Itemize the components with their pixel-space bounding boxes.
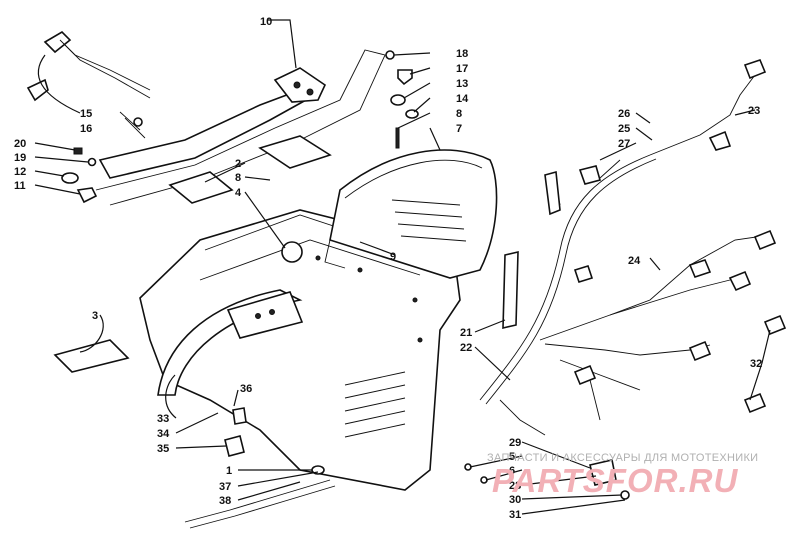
leader-lines [34,19,771,515]
watermark-logo: PARTSFOR.RU [492,462,739,499]
callout-35: 35 [157,443,169,455]
callout-23: 23 [748,105,760,117]
callout-7: 7 [456,123,462,135]
callout-33: 33 [157,413,169,425]
callout-30: 30 [509,494,521,506]
callout-5: 5 [509,451,515,463]
handlebar-group [26,30,419,206]
callout-8-top: 8 [456,108,462,120]
callout-9: 9 [390,251,396,263]
callout-25: 25 [618,123,630,135]
callout-27: 27 [618,138,630,150]
callout-19: 19 [14,152,26,164]
watermark-caption: ЗАПЧАСТИ И АКСЕССУАРЫ ДЛЯ МОТОТЕХНИКИ [487,452,759,464]
callout-10: 10 [260,16,272,28]
callout-26: 26 [618,108,630,120]
callout-13: 13 [456,78,468,90]
callout-1: 1 [226,465,232,477]
callout-4: 4 [235,187,242,199]
decals [53,135,332,373]
callout-11: 11 [14,180,26,192]
wiring-harness [184,59,787,529]
callout-16: 16 [80,123,92,135]
callout-17: 17 [456,63,468,75]
callout-32: 32 [750,358,762,370]
callout-14: 14 [456,93,469,105]
callout-3: 3 [92,310,98,322]
callout-21: 21 [460,327,472,339]
callout-12: 12 [14,166,26,178]
callout-labels: 10 18 17 13 14 8 7 15 16 20 19 12 11 2 8… [14,16,762,521]
callout-22: 22 [460,342,472,354]
callout-38: 38 [219,495,231,507]
callout-18: 18 [456,48,468,60]
callout-37: 37 [219,481,231,493]
callout-34: 34 [157,428,170,440]
callout-28: 28 [509,480,521,492]
console-housing [139,209,461,491]
callout-6: 6 [509,465,515,477]
callout-24: 24 [628,255,641,267]
callout-2: 2 [235,158,241,170]
callout-8-mid: 8 [235,172,241,184]
callout-36: 36 [240,383,252,395]
callout-31: 31 [509,509,521,521]
callout-20: 20 [14,138,26,150]
callout-29: 29 [509,437,521,449]
callout-15: 15 [80,108,92,120]
